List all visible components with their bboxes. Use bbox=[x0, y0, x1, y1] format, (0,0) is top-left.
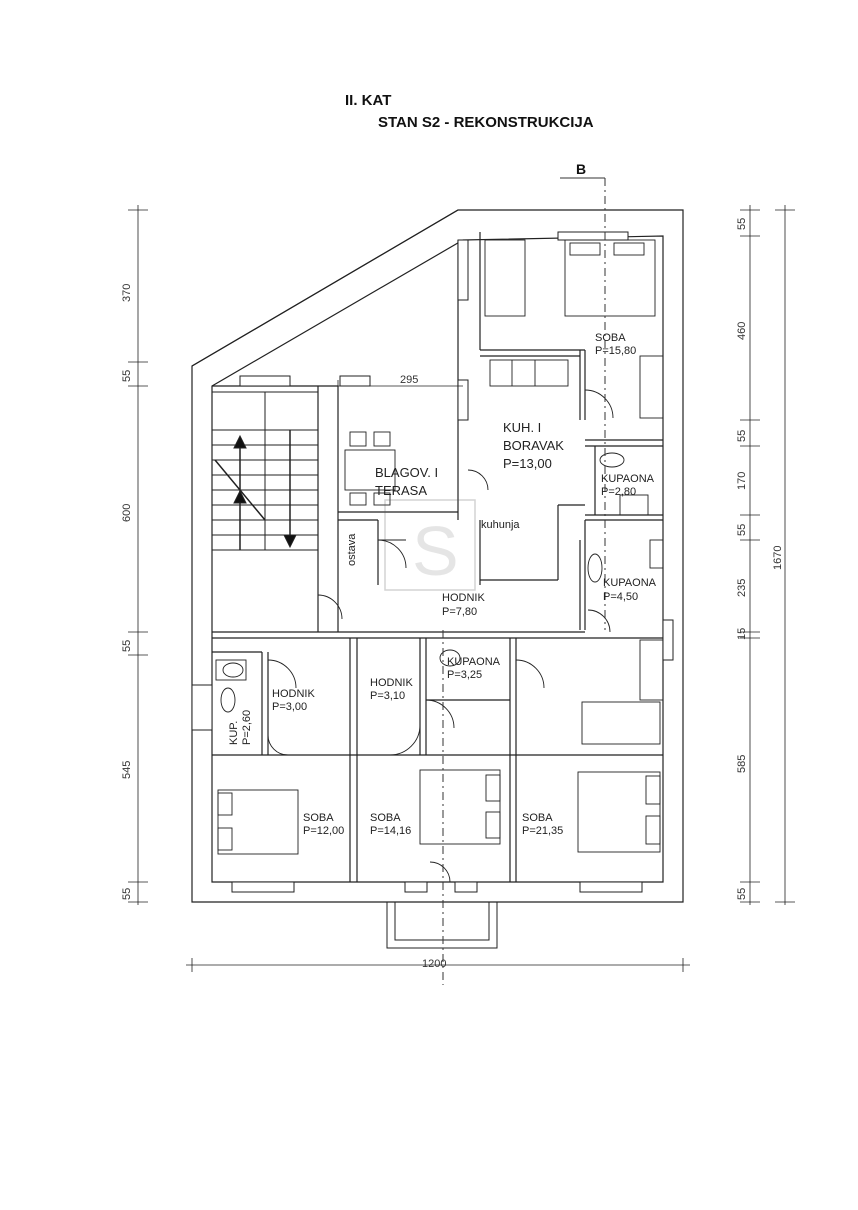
room-name: HODNIK bbox=[442, 592, 485, 604]
room-name: SOBA bbox=[370, 812, 401, 824]
dim-left: 370 bbox=[121, 284, 133, 302]
staircase bbox=[211, 391, 319, 633]
dim-right: 15 bbox=[736, 628, 748, 640]
dim-right-total: 1670 bbox=[772, 546, 784, 570]
dim-right: 55 bbox=[736, 430, 748, 442]
section-line bbox=[442, 177, 606, 985]
dim-left: 545 bbox=[121, 761, 133, 779]
room-area: P=4,50 bbox=[603, 591, 638, 603]
room-name: KUPAONA bbox=[447, 656, 501, 668]
doors bbox=[267, 389, 614, 883]
dim-left: 55 bbox=[121, 640, 133, 652]
room-name: SOBA bbox=[522, 812, 553, 824]
furniture bbox=[215, 239, 664, 855]
balcony bbox=[386, 901, 498, 949]
room-area: P=7,80 bbox=[442, 606, 477, 618]
room-area: P=12,00 bbox=[303, 825, 344, 837]
watermark: S bbox=[384, 499, 476, 591]
room-name: ostava bbox=[346, 533, 358, 566]
unit-title: STAN S2 - REKONSTRUKCIJA bbox=[378, 114, 594, 131]
dim-top: 295 bbox=[400, 374, 418, 386]
room-area: P=2,60 bbox=[241, 710, 253, 745]
floor-title: II. KAT bbox=[345, 92, 392, 109]
room-name: TERASA bbox=[375, 483, 427, 498]
dimension-labels: 295 1200 370 55 600 55 545 55 55 460 55 … bbox=[121, 218, 784, 970]
room-name: SOBA bbox=[303, 812, 334, 824]
room-area: P=3,10 bbox=[370, 690, 405, 702]
room-area: P=21,35 bbox=[522, 825, 563, 837]
room-name: BORAVAK bbox=[503, 438, 564, 453]
room-area: P=2,80 bbox=[601, 486, 636, 498]
dim-left: 55 bbox=[121, 370, 133, 382]
room-area: P=3,00 bbox=[272, 701, 307, 713]
dim-right: 170 bbox=[736, 472, 748, 490]
dim-right: 460 bbox=[736, 322, 748, 340]
dim-right: 55 bbox=[736, 524, 748, 536]
room-labels: SOBA P=15,80 KUH. I BORAVAK P=13,00 BLAG… bbox=[228, 332, 657, 837]
room-area: P=15,80 bbox=[595, 345, 636, 357]
room-name: HODNIK bbox=[272, 688, 315, 700]
windows bbox=[191, 231, 674, 893]
room-area: P=14,16 bbox=[370, 825, 411, 837]
dim-right: 235 bbox=[736, 579, 748, 597]
dim-right: 585 bbox=[736, 755, 748, 773]
room-name: HODNIK bbox=[370, 677, 413, 689]
dim-right: 55 bbox=[736, 218, 748, 230]
dimension-lines bbox=[128, 205, 795, 972]
room-name: KUPAONA bbox=[603, 577, 657, 589]
room-name: kuhunja bbox=[481, 519, 520, 531]
room-area: P=3,25 bbox=[447, 669, 482, 681]
dim-left: 55 bbox=[121, 888, 133, 900]
room-name: KUH. I bbox=[503, 420, 541, 435]
room-name: KUP. bbox=[228, 721, 240, 745]
dim-bottom: 1200 bbox=[422, 958, 446, 970]
dim-left: 600 bbox=[121, 504, 133, 522]
section-marker: B bbox=[576, 161, 586, 177]
room-name: KUPAONA bbox=[601, 473, 655, 485]
room-name: BLAGOV. I bbox=[375, 465, 438, 480]
dim-right: 55 bbox=[736, 888, 748, 900]
room-name: SOBA bbox=[595, 332, 626, 344]
room-area: P=13,00 bbox=[503, 456, 552, 471]
interior-walls bbox=[212, 232, 663, 882]
watermark-letter: S bbox=[412, 512, 459, 590]
